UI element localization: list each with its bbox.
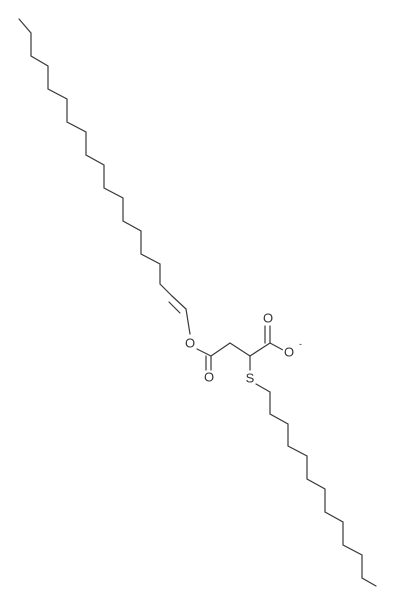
thioether-group: S [243,355,271,393]
ester-oxygen-label-bg [183,336,197,350]
octadecenyl-chain [18,18,173,297]
vinyl-group [168,295,191,335]
ester-group: OO [183,336,251,385]
carboxylate-charge: - [299,339,302,349]
s-dodecyl-bond [255,383,271,393]
carboxylate-group: OO- [249,311,302,360]
thioether-sulfur-label-bg [243,371,257,385]
vinyl-o-bond [185,308,191,335]
carbonyl-ch2-bond [210,342,231,357]
dodecyl-chain [269,391,377,587]
acid-carbonyl-oxygen-label-bg [261,311,275,325]
ester-oxygen-label: O [185,336,195,351]
carboxylate-oxygen-label-bg [282,345,296,359]
vinyl-double-bond-inner [168,301,181,314]
octadecyl-zigzag [18,18,173,297]
carboxylate-o-bond [269,342,284,351]
acid-carbonyl-oxygen-label: O [263,311,273,326]
ester-carbonyl-oxygen-label-bg [202,370,216,384]
ester-carbonyl-oxygen-label: O [204,370,214,385]
thioether-sulfur-label: S [246,371,255,386]
o-carbonyl-bond [196,348,212,357]
ch2-ch-bond [229,342,251,357]
ch-carboxyl-bond [249,342,271,357]
dodecyl-zigzag [269,391,377,587]
vinyl-double-bond-outer [171,295,187,310]
carboxylate-oxygen-label: O [284,345,294,360]
